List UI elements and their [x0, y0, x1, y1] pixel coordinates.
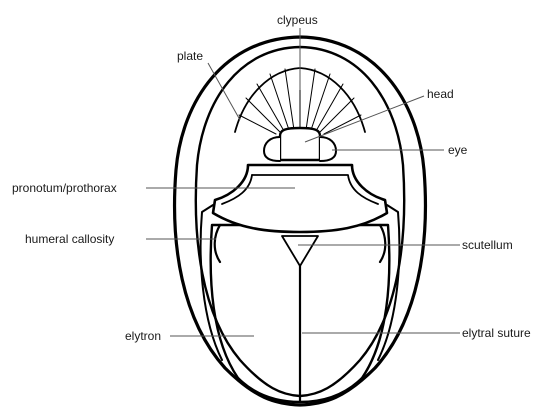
scutellum-shape	[282, 236, 318, 266]
right-humeral-callosity	[380, 225, 385, 262]
label-pronotum: pronotum/prothorax	[12, 181, 117, 195]
label-elytron: elytron	[125, 329, 161, 343]
left-eye	[264, 137, 280, 161]
label-head: head	[427, 87, 454, 101]
right-eye	[320, 137, 336, 161]
label-eye: eye	[448, 143, 467, 157]
label-elytral-suture: elytral suture	[462, 326, 531, 340]
label-scutellum: scutellum	[462, 238, 513, 252]
label-clypeus: clypeus	[277, 13, 318, 27]
left-humeral-callosity	[215, 225, 220, 262]
label-plate: plate	[177, 49, 203, 63]
label-humeral-callosity: humeral callosity	[25, 232, 114, 246]
head-shape	[280, 128, 320, 160]
